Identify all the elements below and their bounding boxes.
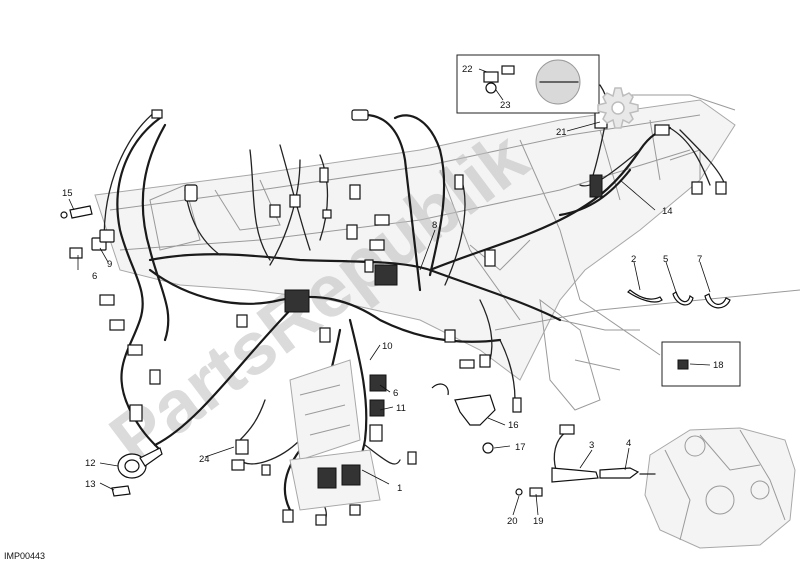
leader-lines [68, 68, 711, 516]
callout-13: 13 [85, 479, 96, 490]
callout-8: 8 [432, 220, 437, 231]
connectors [99, 109, 727, 526]
callout-24: 24 [199, 454, 210, 465]
battery-tray [239, 359, 381, 511]
callout-11: 11 [396, 403, 406, 414]
callout-18: 18 [713, 360, 724, 371]
horn [111, 447, 163, 497]
callout-6b: 6 [393, 388, 398, 399]
callout-1: 1 [397, 483, 402, 494]
left-components [60, 205, 115, 259]
gear-icon [597, 87, 639, 129]
sensor-small [459, 359, 475, 369]
callout-6a: 6 [92, 271, 97, 282]
callout-16: 16 [508, 420, 519, 431]
callout-20: 20 [507, 516, 518, 527]
engine-cylinder [644, 427, 796, 549]
callout-numbers: 1 2 3 4 5 6 6 7 8 9 10 11 12 13 14 15 16… [62, 64, 724, 527]
callout-10: 10 [382, 341, 393, 352]
callout-22: 22 [462, 64, 473, 75]
callout-9: 9 [107, 259, 112, 270]
box-22-23 [456, 54, 600, 114]
callout-21: 21 [556, 127, 567, 138]
clips [627, 289, 731, 309]
bracket-16 [431, 383, 496, 454]
callout-17: 17 [515, 442, 526, 453]
figure-code: IMP00443 [4, 551, 45, 561]
callout-3: 3 [589, 440, 594, 451]
callout-2: 2 [631, 254, 636, 265]
callout-5: 5 [663, 254, 668, 265]
callout-14: 14 [662, 206, 673, 217]
callout-23: 23 [500, 100, 511, 111]
lower-right-sensors [515, 424, 656, 497]
box-18 [661, 341, 741, 387]
callout-4: 4 [626, 438, 631, 449]
callout-7: 7 [697, 254, 702, 265]
callout-15: 15 [62, 188, 73, 199]
callout-12: 12 [85, 458, 96, 469]
callout-19: 19 [533, 516, 544, 527]
